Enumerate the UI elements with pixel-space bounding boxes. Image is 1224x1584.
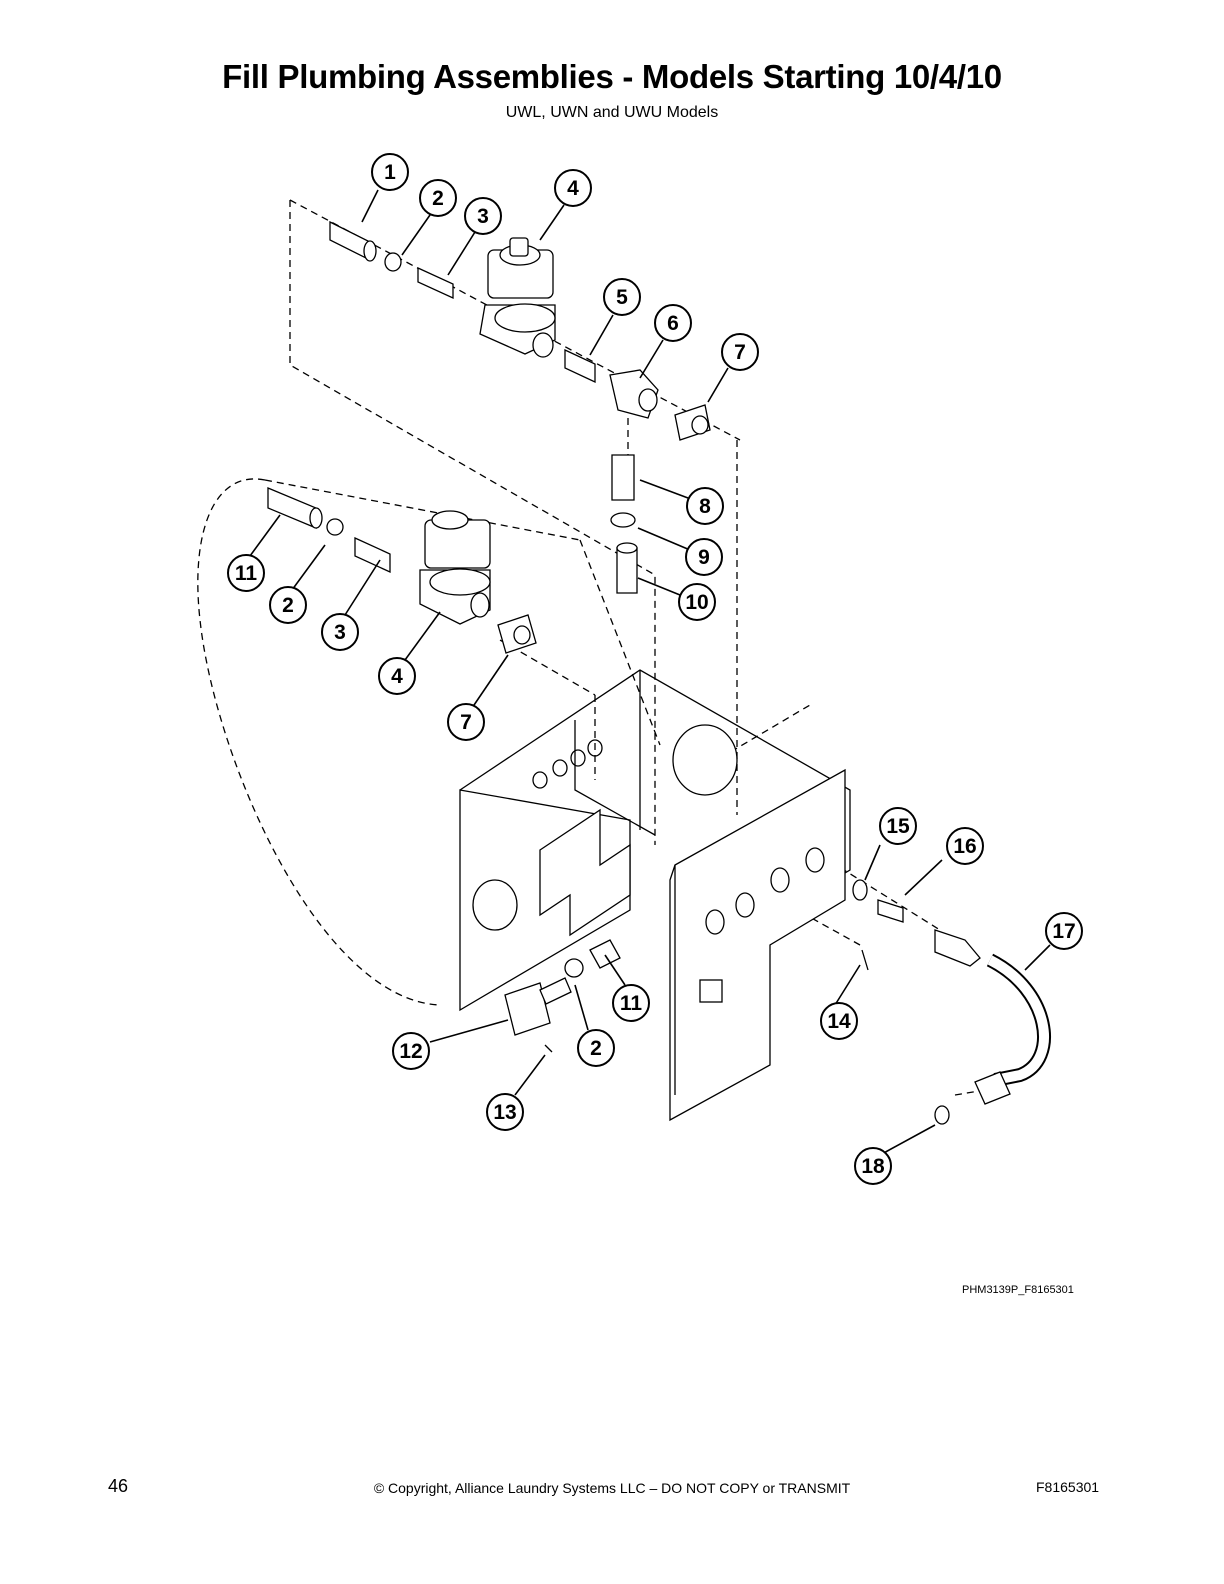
callout-label: 1 <box>384 161 396 184</box>
callout-circle <box>447 703 485 741</box>
callout-label: 3 <box>477 205 489 228</box>
callout-circle <box>854 1147 892 1185</box>
callout-circle <box>577 1029 615 1067</box>
lower-valve-assembly <box>267 487 537 654</box>
callout-label: 2 <box>590 1037 602 1060</box>
callout-label: 15 <box>886 815 910 838</box>
callout-label: 10 <box>685 591 708 614</box>
callout-label: 2 <box>432 187 444 210</box>
callout-label: 8 <box>699 495 711 518</box>
figure-code: PHM3139P_F8165301 <box>962 1284 1074 1296</box>
callout-circle <box>678 583 716 621</box>
document-number: F8165301 <box>1036 1479 1100 1495</box>
callout-circle <box>820 1002 858 1040</box>
callout-circle <box>269 586 307 624</box>
callout-label: 9 <box>698 546 710 569</box>
callout-circle <box>603 278 641 316</box>
inlet-hose-assembly <box>852 879 1051 1125</box>
callout-label: 12 <box>399 1040 422 1063</box>
callout-circle <box>1045 912 1083 950</box>
callout-label: 3 <box>334 621 346 644</box>
callout-circle <box>371 153 409 191</box>
callout-label: 5 <box>616 286 628 309</box>
upper-valve-assembly <box>329 220 711 594</box>
callout-circle <box>946 827 984 865</box>
copyright-notice: © Copyright, Alliance Laundry Systems LL… <box>373 1480 851 1496</box>
callout-circle <box>686 487 724 525</box>
callout-label: 14 <box>827 1010 851 1033</box>
callout-label: 16 <box>953 835 976 858</box>
callout-label: 13 <box>493 1101 516 1124</box>
lower-left-fittings <box>504 939 621 1053</box>
callout-circle <box>721 333 759 371</box>
callout-label: 18 <box>861 1155 885 1178</box>
callout-circle <box>612 984 650 1022</box>
assembly-guide-lines <box>197 199 986 1096</box>
callout-label: 6 <box>667 312 679 335</box>
callout-circle <box>879 807 917 845</box>
callout-circle <box>486 1093 524 1131</box>
callout-label: 17 <box>1052 920 1075 943</box>
callout-circle <box>554 169 592 207</box>
callout-label: 4 <box>567 177 579 200</box>
page-title: Fill Plumbing Assemblies - Models Starti… <box>222 58 1002 95</box>
callout-label: 7 <box>460 711 472 734</box>
callout-circle <box>464 197 502 235</box>
callout-circle <box>392 1032 430 1070</box>
cabinet-frame <box>459 669 851 1122</box>
callout-label: 11 <box>620 992 643 1015</box>
page-subtitle: UWL, UWN and UWU Models <box>505 104 719 121</box>
callout-circle <box>321 613 359 651</box>
callout-circle <box>378 657 416 695</box>
callout-label: 11 <box>235 562 258 585</box>
callout-circle <box>419 179 457 217</box>
callout-label: 7 <box>734 341 746 364</box>
callout-leader-lines <box>249 189 1051 1156</box>
page-number: 46 <box>108 1476 129 1496</box>
callout-label: 2 <box>282 594 294 617</box>
callout-circle <box>654 304 692 342</box>
callout-label: 4 <box>391 665 403 688</box>
callout-circle <box>685 538 723 576</box>
callout-circle <box>227 554 265 592</box>
